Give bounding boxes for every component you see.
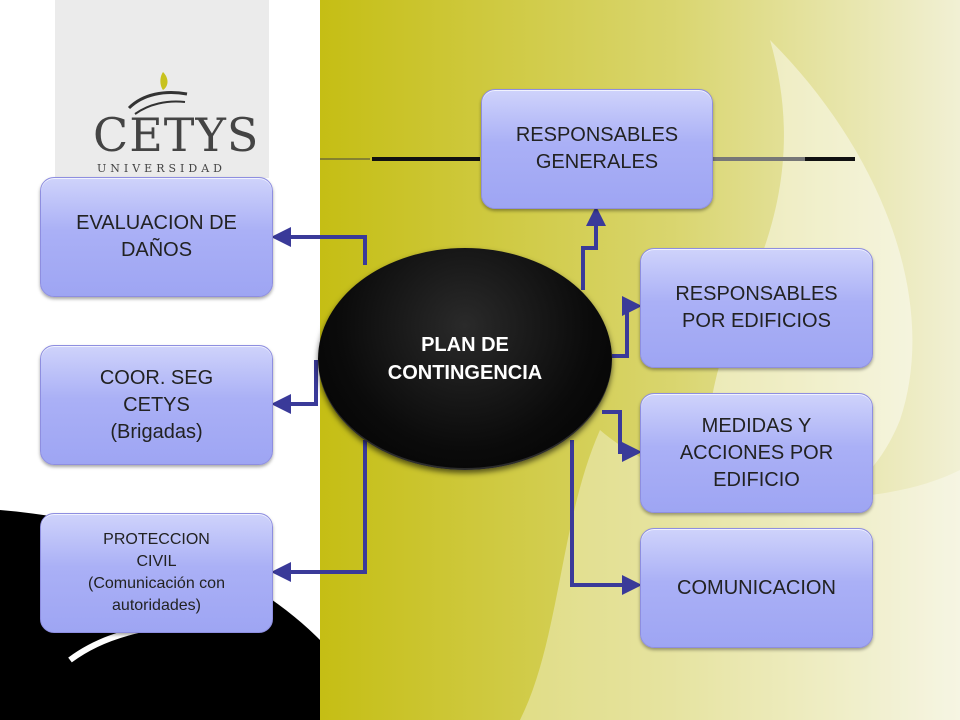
arrow-to-resp-generales (581, 206, 606, 290)
node-proteccion-civil: PROTECCION CIVIL (Comunicación con autor… (40, 513, 273, 633)
center-node-plan: PLAN DE CONTINGENCIA (318, 248, 612, 470)
node-responsables-generales: RESPONSABLES GENERALES (481, 89, 713, 209)
center-line-1: PLAN DE (421, 334, 509, 356)
node-label-line: GENERALES (535, 151, 659, 173)
cetys-logo: CETYS UNIVERSIDAD (55, 0, 269, 178)
node-evaluacion-danos: EVALUACION DE DAÑOS (40, 177, 273, 297)
node-label-line: MEDIDAS Y (701, 414, 812, 437)
node-label-line: RESPONSABLES (515, 124, 679, 146)
node-medidas-acciones: MEDIDAS Y ACCIONES POR EDIFICIO (640, 393, 873, 513)
logo-subtitle: UNIVERSIDAD (97, 162, 226, 175)
flame-logo-icon (127, 72, 188, 115)
arrow-to-coor-seg (271, 360, 318, 414)
node-label-line: (Comunicación con (88, 575, 225, 592)
arrow-to-medidas (602, 410, 642, 462)
arrow-to-proteccion (271, 440, 367, 582)
arrow-to-evaluacion (271, 227, 367, 265)
node-coor-seg-cetys: COOR. SEG CETYS (Brigadas) (40, 345, 273, 465)
node-label-line: EDIFICIO (713, 468, 800, 491)
node-label-line: EVALUACION DE (76, 212, 237, 234)
node-label-line: (Brigadas) (110, 420, 203, 443)
arrow-to-comunicacion (570, 440, 642, 595)
logo-wordmark: CETYS (93, 108, 260, 162)
node-label-line: ACCIONES POR (679, 441, 834, 464)
arrow-to-resp-edificios (612, 296, 642, 358)
center-line-2: CONTINGENCIA (387, 362, 543, 384)
node-label-line: autoridades) (112, 597, 201, 614)
node-label-line: COMUNICACION (677, 576, 836, 599)
node-label-line: COOR. SEG (99, 366, 214, 389)
node-label-line: POR EDIFICIOS (682, 310, 831, 332)
node-label-line: RESPONSABLES (675, 283, 838, 305)
node-label-line: DAÑOS (120, 239, 193, 261)
node-comunicacion: COMUNICACION (640, 528, 873, 648)
node-label-line: PROTECCION (103, 531, 210, 548)
node-label-line: CIVIL (136, 553, 177, 570)
node-responsables-edificios: RESPONSABLES POR EDIFICIOS (640, 248, 873, 368)
node-label-line: CETYS (123, 393, 190, 416)
